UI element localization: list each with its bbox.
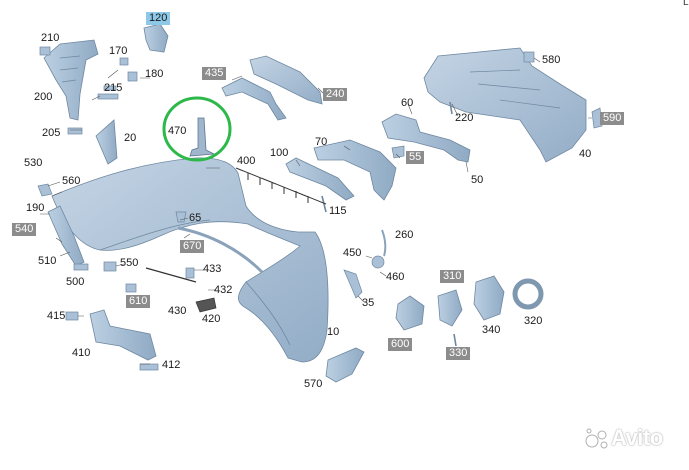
part-label-60: 60 [401, 97, 414, 109]
bracket-410-part [89, 309, 157, 361]
part-label-100: 100 [270, 147, 289, 159]
part-label-170: 170 [109, 45, 128, 57]
rail-100-part [285, 157, 355, 201]
part-label-560: 560 [62, 175, 81, 187]
bracket-190-part [47, 205, 85, 267]
part-label-400: 400 [237, 155, 256, 167]
cover-570-part [325, 347, 365, 383]
rod-clips [247, 173, 309, 203]
part-label-500: 500 [66, 276, 85, 288]
part-600 [395, 295, 425, 331]
part-330 [453, 333, 457, 347]
trim-435-part [221, 77, 287, 121]
part-label-530: 530 [24, 157, 43, 169]
avito-watermark: Avito [583, 425, 683, 453]
carrier-70-part [313, 139, 397, 201]
part-label-433: 433 [203, 263, 222, 275]
part-label-590: 590 [600, 112, 625, 125]
part-label-70: 70 [315, 136, 328, 148]
trim-50-part [381, 113, 471, 163]
highlight-circle [162, 96, 232, 162]
part-label-460: 460 [386, 271, 405, 283]
part-label-510: 510 [38, 255, 57, 267]
part-label-570: 570 [304, 378, 323, 390]
part-label-470: 470 [168, 125, 187, 137]
part-label-205: 205 [42, 127, 61, 139]
part-label-610: 610 [126, 295, 151, 308]
part-310 [437, 289, 463, 327]
part-label-550: 550 [120, 257, 139, 269]
part-label-430: 430 [168, 305, 187, 317]
part-label-215: 215 [104, 82, 123, 94]
part-label-260: 260 [395, 229, 414, 241]
part-55 [391, 145, 405, 159]
part-label-35: 35 [362, 297, 375, 309]
part-label-50: 50 [471, 174, 484, 186]
part-20 [95, 119, 118, 165]
part-label-432: 432 [214, 284, 233, 296]
part-label-420: 420 [202, 313, 221, 325]
part-320 [512, 278, 544, 310]
part-65 [175, 211, 187, 223]
part-label-200: 200 [34, 91, 53, 103]
left-bracket-part [43, 39, 99, 121]
rod-430-part [145, 267, 197, 283]
part-label-410: 410 [72, 347, 91, 359]
corner-mark: L [683, 0, 689, 8]
part-label-210: 210 [41, 32, 60, 44]
part-115 [321, 195, 327, 213]
part-530 [37, 183, 53, 197]
part-label-55: 55 [406, 151, 425, 164]
part-label-40: 40 [579, 148, 592, 160]
part-label-180: 180 [145, 68, 164, 80]
part-220 [449, 101, 453, 115]
part-label-240: 240 [323, 88, 348, 101]
part-label-330: 330 [446, 347, 471, 360]
part-label-20: 20 [124, 132, 137, 144]
part-label-310: 310 [440, 270, 465, 283]
part-label-190: 190 [26, 202, 45, 214]
part-label-320: 320 [524, 315, 543, 327]
part-label-600: 600 [388, 338, 413, 351]
avito-logo-icon [585, 428, 608, 449]
small-clips [39, 46, 138, 135]
part-label-415: 415 [47, 310, 66, 322]
diffuser-details [469, 69, 561, 109]
part-label-10: 10 [327, 326, 340, 338]
rod-400-part [235, 167, 327, 205]
part-580 [523, 51, 535, 63]
part-label-450: 450 [343, 247, 362, 259]
part-label-670: 670 [180, 240, 205, 253]
part-label-340: 340 [482, 324, 501, 336]
watermark-text: Avito [611, 425, 663, 450]
part-450 [343, 269, 363, 299]
part-420 [195, 297, 217, 313]
part-260 [381, 229, 387, 257]
part-590 [591, 107, 603, 129]
part-label-580: 580 [542, 54, 561, 66]
part-label-435: 435 [202, 67, 227, 80]
panel-240-part [249, 55, 323, 105]
part-label-120: 120 [146, 12, 171, 25]
part-470 [189, 117, 216, 157]
part-460 [371, 255, 385, 269]
part-label-65: 65 [189, 212, 202, 224]
part-label-115: 115 [329, 205, 347, 217]
bracket-120-part [143, 23, 169, 53]
part-340 [473, 275, 505, 321]
part-label-412: 412 [162, 359, 181, 371]
part-label-220: 220 [455, 112, 474, 124]
part-label-540: 540 [12, 223, 37, 236]
bumper-cover-part [51, 157, 329, 363]
strip-670-part [177, 226, 264, 274]
leader-lines [40, 57, 592, 365]
